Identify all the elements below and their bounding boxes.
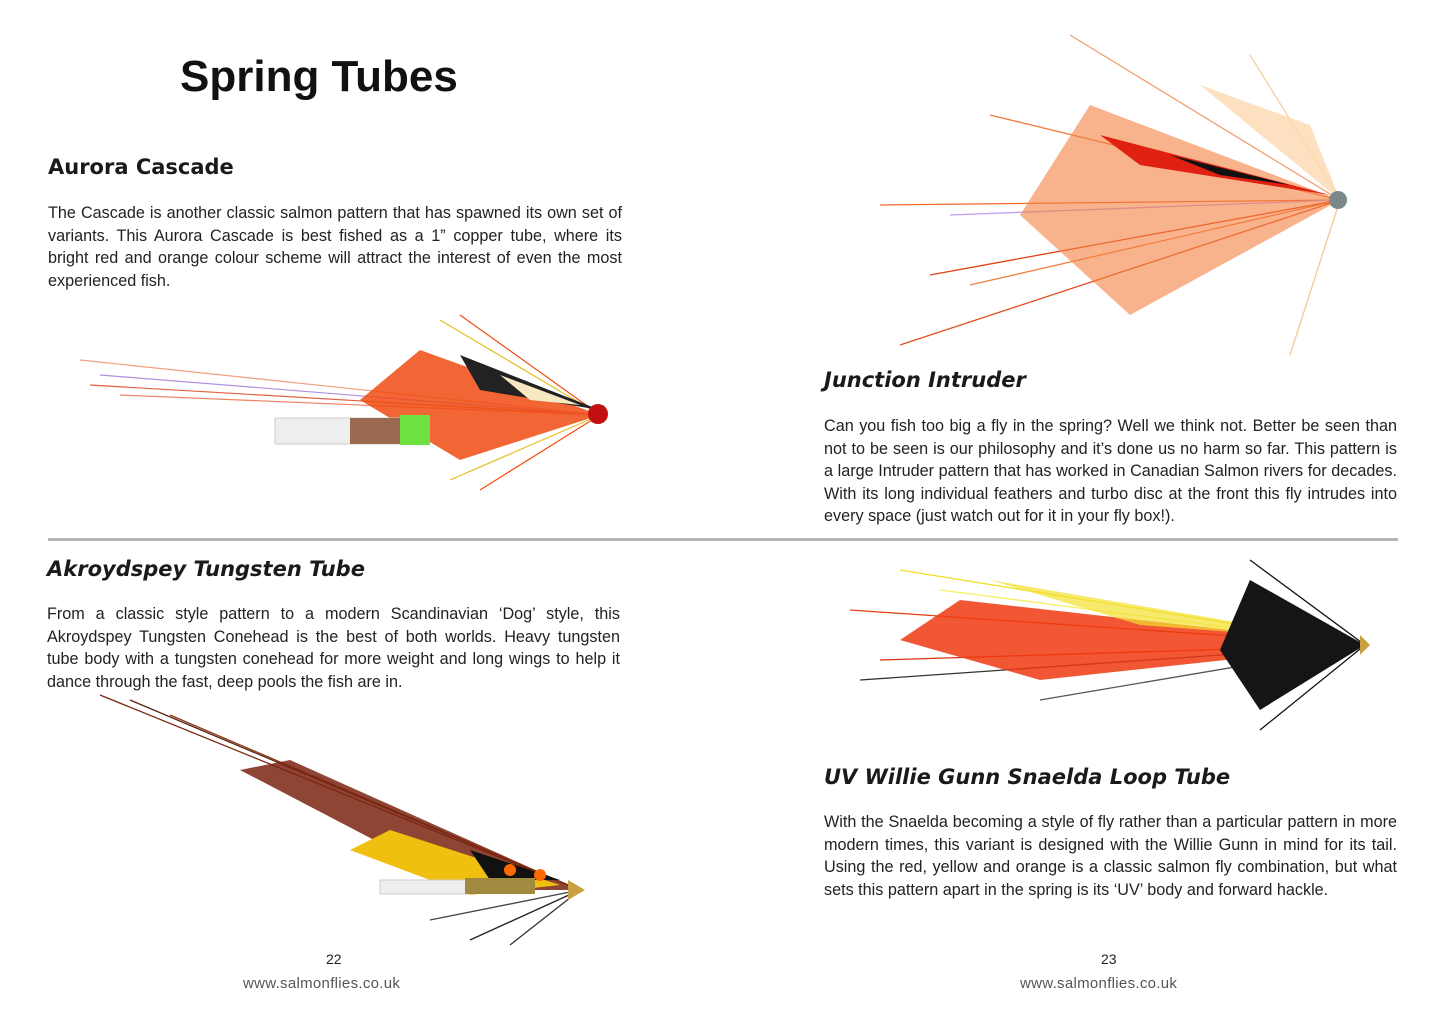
page-number-right: 23 — [1101, 951, 1117, 967]
fly-title-uv-willie-gunn: UV Willie Gunn Snaelda Loop Tube — [824, 765, 1231, 789]
page-title: Spring Tubes — [180, 52, 458, 101]
fly-title-akroydspey-tungsten-tube: Akroydspey Tungsten Tube — [47, 557, 365, 581]
website-link-right[interactable]: www.salmonflies.co.uk — [1020, 975, 1178, 992]
page-number-left: 22 — [326, 951, 342, 967]
uv-willie-gunn-fly-image — [849, 559, 1370, 731]
fly-title-junction-intruder: Junction Intruder — [824, 368, 1026, 392]
aurora-cascade-fly-image — [79, 314, 608, 491]
akroydspey-tungsten-tube-fly-image — [99, 694, 585, 946]
fly-description-akroydspey-tungsten-tube: From a classic style pattern to a modern… — [47, 605, 620, 691]
website-link-left[interactable]: www.salmonflies.co.uk — [243, 975, 401, 992]
fly-description-junction-intruder: Can you fish too big a fly in the spring… — [824, 417, 1397, 525]
section-divider — [48, 538, 1398, 541]
junction-intruder-fly-image — [879, 34, 1347, 356]
fly-title-aurora-cascade: Aurora Cascade — [48, 155, 234, 179]
fly-description-uv-willie-gunn: With the Snaelda becoming a style of fly… — [824, 813, 1397, 899]
fly-description-aurora-cascade: The Cascade is another classic salmon pa… — [48, 204, 622, 290]
